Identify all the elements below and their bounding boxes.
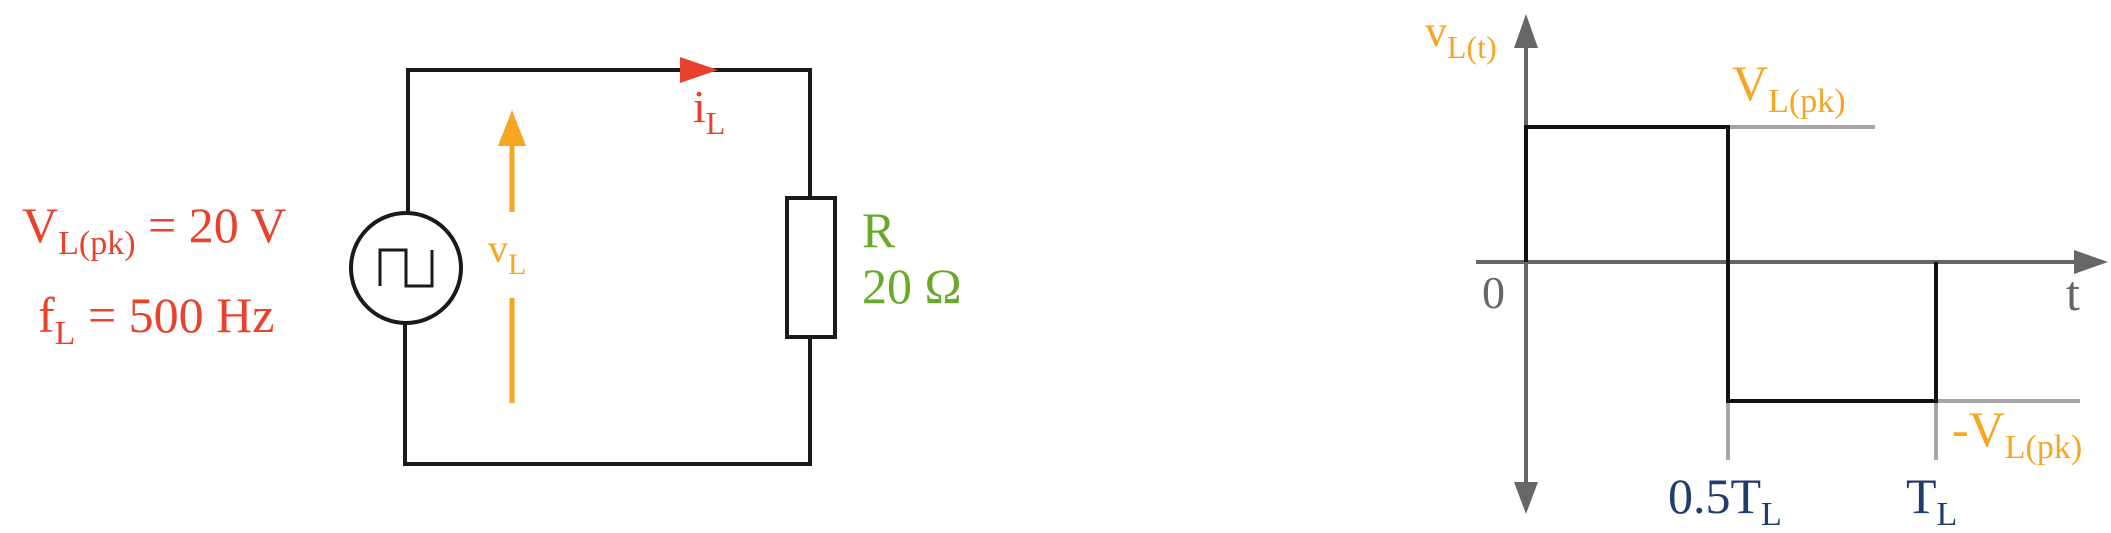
current-label: iL	[693, 81, 725, 141]
waveform-graph: vL(t) t 0 VL(pk) -VL(pk) 0.5TL TL	[1425, 7, 2108, 533]
frequency-label: fL = 500 Hz	[38, 287, 274, 352]
period-label: TL	[1906, 468, 1957, 533]
square-wave-source	[349, 211, 463, 325]
square-waveform	[1524, 125, 1938, 403]
y-axis-arrow-down	[1514, 482, 1538, 514]
x-axis-arrow	[2074, 250, 2108, 274]
x-axis-label: t	[2066, 265, 2080, 321]
high-level-label: VL(pk)	[1732, 55, 1846, 120]
square-wave-symbol-icon	[378, 248, 434, 288]
peak-voltage-label: VL(pk) = 20 V	[22, 197, 286, 262]
circuit-wires	[403, 68, 812, 466]
axes	[1476, 14, 2108, 514]
resistor-body	[785, 196, 837, 339]
voltage-arrow-head	[498, 110, 526, 146]
half-period-label: 0.5TL	[1668, 468, 1782, 533]
y-axis-label: vL(t)	[1425, 7, 1497, 65]
voltage-arrow	[498, 110, 526, 403]
resistor-name-label: R	[862, 202, 896, 258]
y-axis-arrow-up	[1514, 14, 1538, 48]
origin-label: 0	[1482, 267, 1505, 318]
resistor-value-label: 20 Ω	[862, 258, 962, 314]
voltage-label: vL	[488, 226, 526, 281]
guide-lines	[1726, 125, 2080, 460]
current-direction-arrow	[680, 57, 718, 83]
low-level-label: -VL(pk)	[1952, 401, 2082, 466]
circuit: VL(pk) = 20 V fL = 500 Hz vL iL R 20 Ω	[22, 57, 962, 466]
